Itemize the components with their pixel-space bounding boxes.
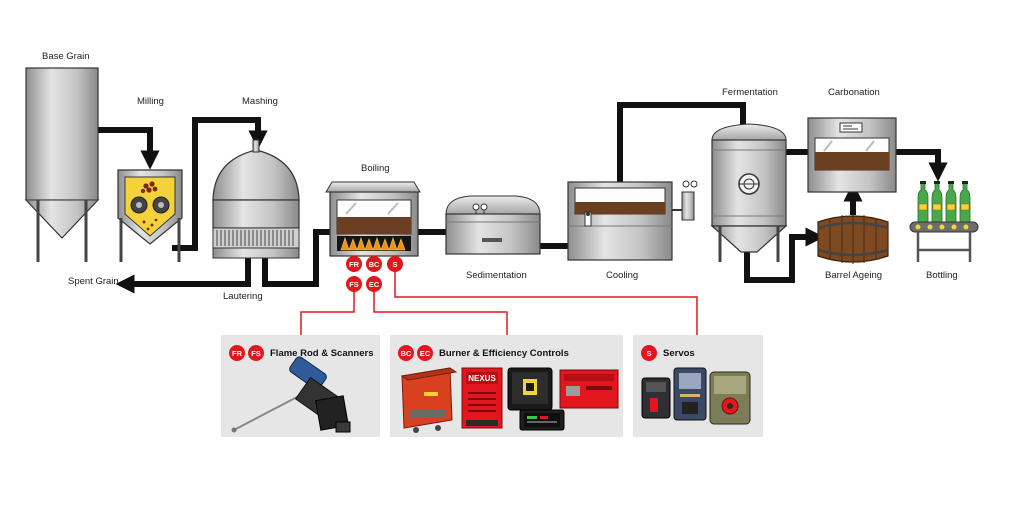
badge-s: S <box>641 345 657 361</box>
tag-fr: FR <box>346 256 362 272</box>
badge-fr: FR <box>229 345 245 361</box>
panel-flame-rod-scanners: FR FS Flame Rod & Scanners <box>221 335 380 437</box>
base-grain-silo <box>24 67 100 262</box>
bottling-line <box>909 181 979 262</box>
milling-hopper <box>117 169 183 262</box>
process-flow-lines <box>98 102 948 294</box>
panel-flame-title-row: FR FS Flame Rod & Scanners <box>229 345 373 361</box>
label-barrel-ageing: Barrel Ageing <box>825 270 883 281</box>
control-line-burner <box>373 290 508 335</box>
control-line-flame <box>300 290 355 335</box>
label-milling: Milling <box>137 96 164 107</box>
label-carbonation: Carbonation <box>828 87 880 98</box>
label-boiling: Boiling <box>361 163 390 174</box>
tag-bc: BC <box>366 256 382 272</box>
panel-burner-title-row: BC EC Burner & Efficiency Controls <box>398 345 569 361</box>
label-spent-grain: Spent Grain <box>68 276 119 287</box>
beer-bottles <box>917 182 971 223</box>
panel-servos: S Servos <box>633 335 763 437</box>
flow-carb-to-bottle <box>896 149 948 182</box>
tag-s: S <box>387 256 403 272</box>
panel-burner-efficiency-controls: BC EC Burner & Efficiency Controls <box>390 335 623 437</box>
fermentation-tank <box>710 123 788 262</box>
label-mashing: Mashing <box>242 96 278 107</box>
carbonation-tank <box>807 117 897 193</box>
flow-grain-to-mill <box>98 127 160 170</box>
flow-cool-to-ferment <box>617 102 746 200</box>
panel-servos-title: Servos <box>663 347 695 359</box>
burner-flames <box>340 237 406 251</box>
sedimentation-tank <box>445 195 541 255</box>
boiling-kettle <box>325 181 421 257</box>
panel-servos-title-row: S Servos <box>641 345 695 361</box>
flow-mill-to-mash <box>172 117 268 251</box>
flow-ferment-to-barrel <box>744 227 825 283</box>
label-sedimentation: Sedimentation <box>466 270 527 281</box>
label-cooling: Cooling <box>606 270 639 281</box>
tag-fs: FS <box>346 276 362 292</box>
ageing-barrel <box>817 214 889 264</box>
control-line-servos <box>394 270 698 335</box>
label-bottling: Bottling <box>926 270 958 281</box>
cooling-unit <box>567 180 698 261</box>
badge-bc: BC <box>398 345 414 361</box>
label-base-grain: Base Grain <box>42 51 90 62</box>
tag-ec: EC <box>366 276 382 292</box>
panel-burner-title: Burner & Efficiency Controls <box>439 347 569 359</box>
label-lautering: Lautering <box>223 291 263 302</box>
flow-mash-to-spent <box>115 258 251 294</box>
mash-tun <box>212 139 300 259</box>
flow-mash-to-boil <box>262 229 332 287</box>
badge-ec: EC <box>417 345 433 361</box>
badge-fs: FS <box>248 345 264 361</box>
label-fermentation: Fermentation <box>722 87 778 98</box>
panel-flame-title: Flame Rod & Scanners <box>270 347 374 359</box>
